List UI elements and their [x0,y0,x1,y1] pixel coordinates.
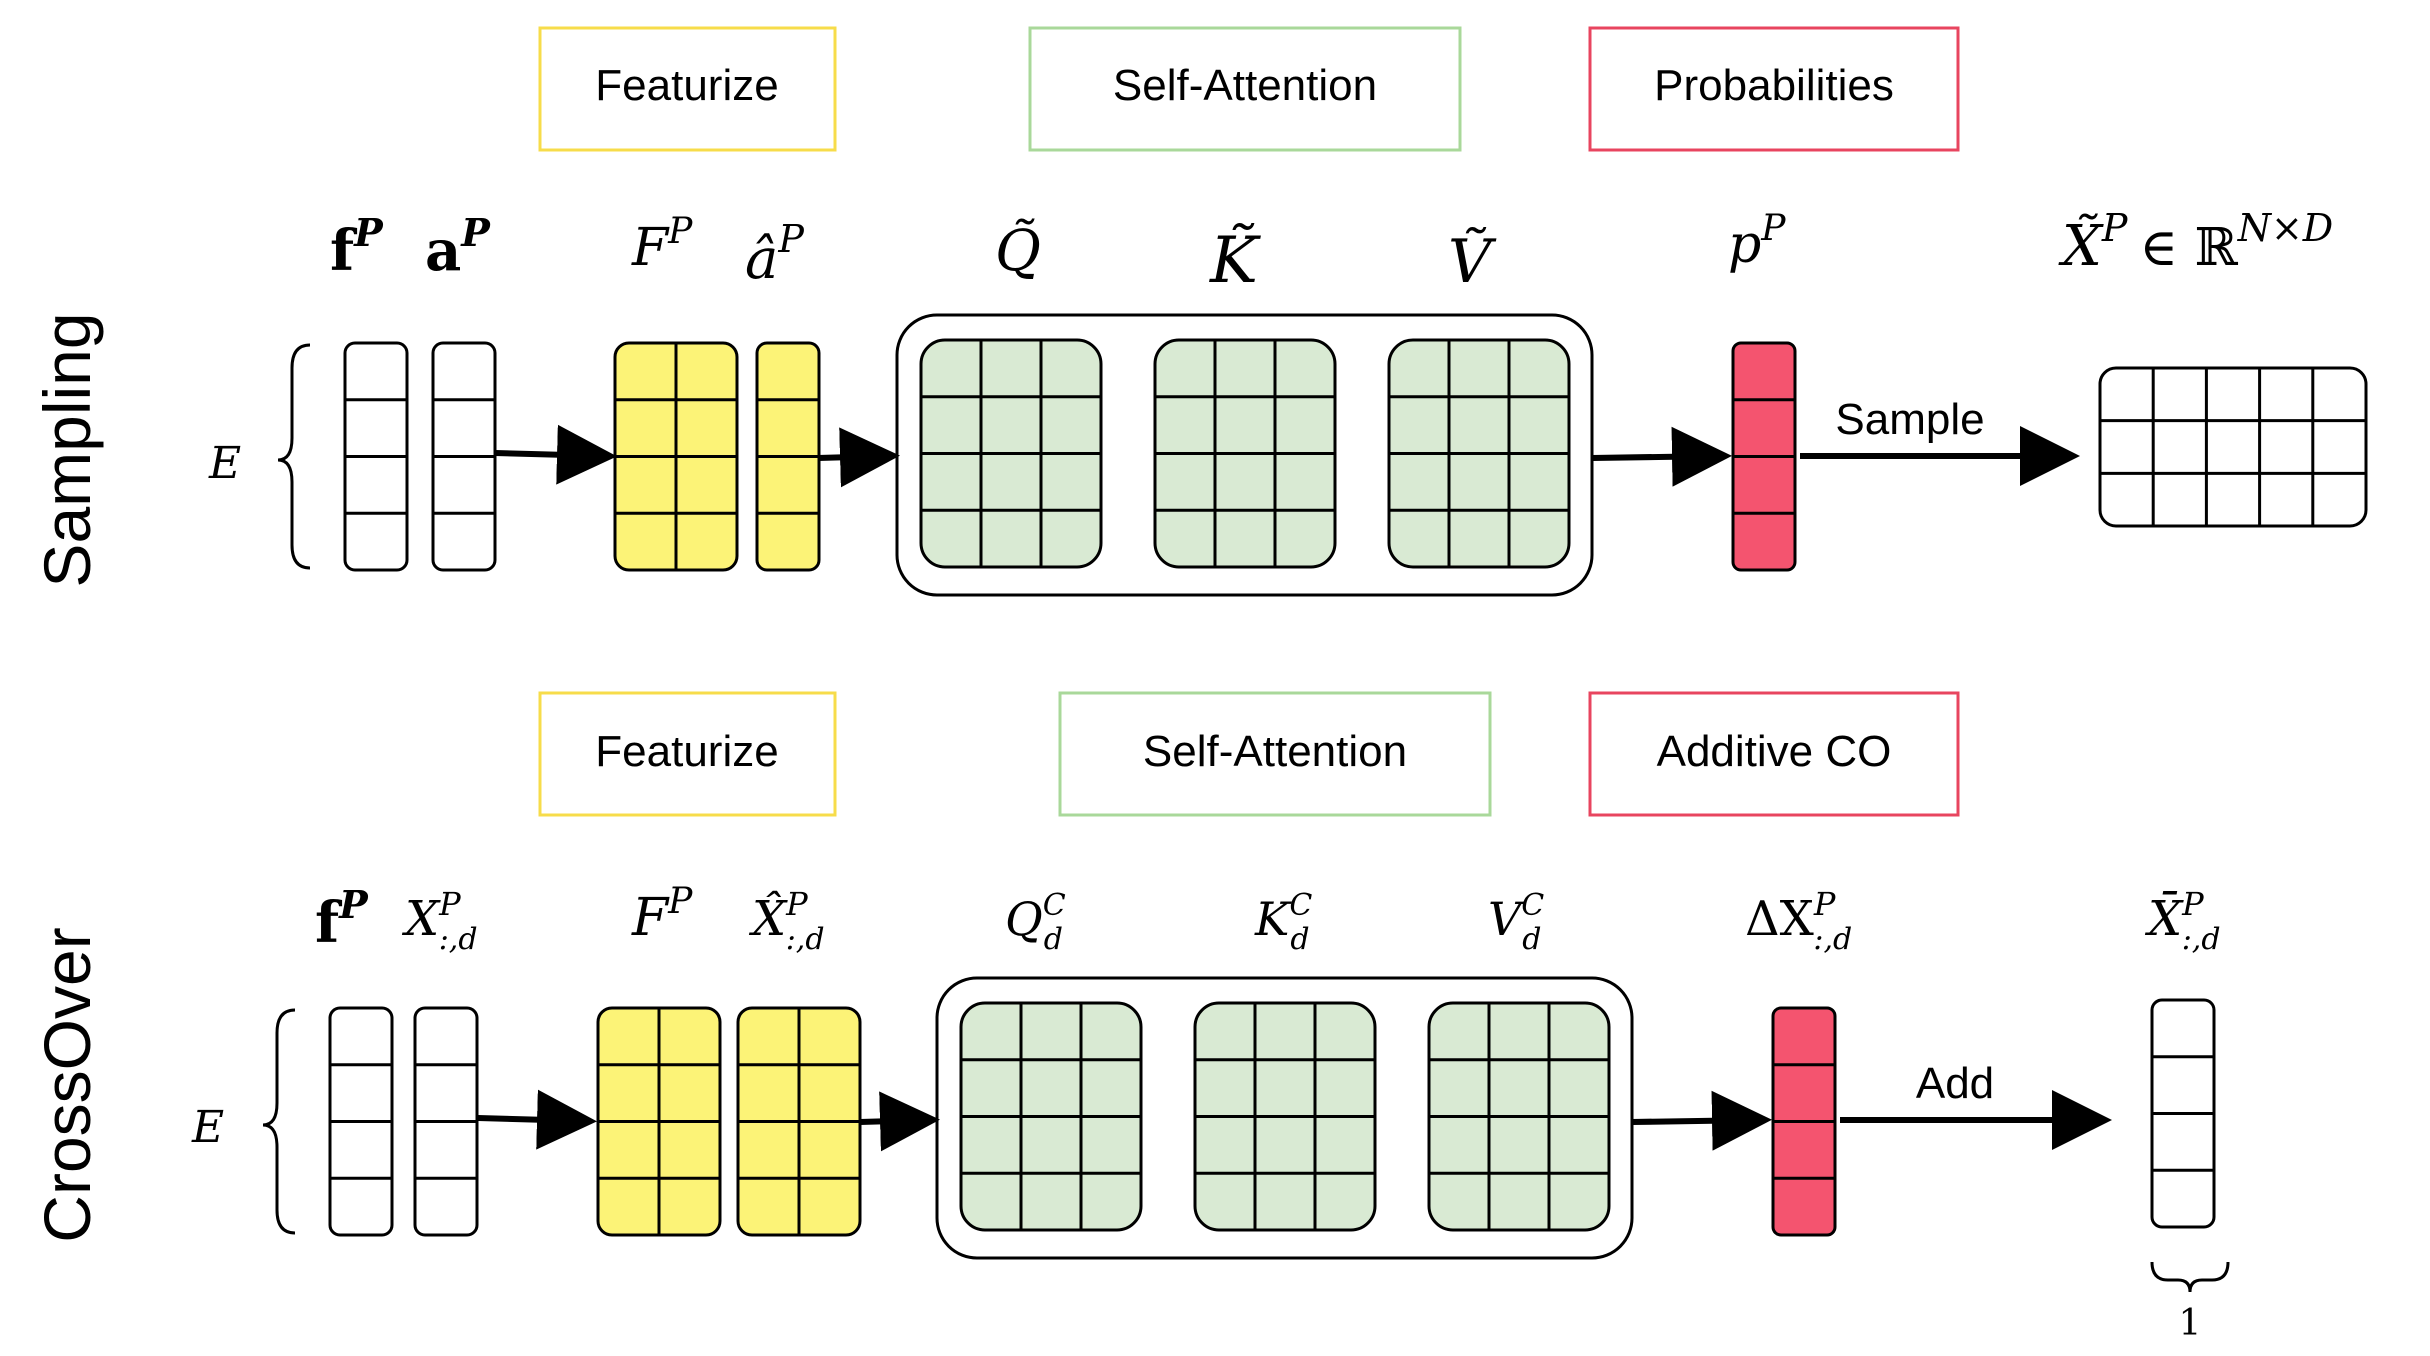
vector-ahat [755,341,821,572]
arrow-attention-to-probabilities [1591,426,1732,487]
symbol-X-bar: X̄P:,d [2144,885,2221,957]
symbol-F: FP [631,211,693,278]
stage-label-probabilities: Probabilities [1654,61,1894,110]
symbol-p: pP [1728,208,1786,275]
symbol-Xhat: X̂P:,d [748,885,825,957]
input-column-a [431,341,497,572]
symbol-a: aP [425,210,491,284]
stage-box-additive-co [1588,691,1960,817]
vector-delta-X [1771,1006,1837,1237]
crossover-row: CrossOver Featurize Self-Attention Addit… [30,691,2230,1344]
brace-label-E-2: E [191,1102,224,1153]
stage-label-additive-co: Additive CO [1657,727,1892,776]
matrix-F [613,341,739,572]
sampling-row: Sampling Featurize Self-Attention Probab… [30,26,2368,597]
brace-label-E: E [208,438,241,489]
bottom-brace [2150,1261,2230,1293]
symbol-f-2: fP [315,882,369,956]
row-label-sampling: Sampling [30,312,104,587]
stage-label-self-attention-2: Self-Attention [1143,727,1407,776]
symbol-Q: Q̃ [995,218,1041,284]
symbol-X-col: XP:,d [401,885,478,957]
input-column-f-2 [328,1006,394,1237]
output-matrix [2098,366,2368,528]
symbol-X-tilde: X̃P∈ ℝN×D [2058,206,2333,279]
stage-label-featurize-2: Featurize [595,727,778,776]
matrix-F-2 [596,1006,722,1237]
brace-2 [262,1008,296,1235]
row-label-crossover: CrossOver [30,927,104,1242]
stage-label-self-attention: Self-Attention [1113,61,1377,110]
symbol-ahat: âP [745,217,805,292]
edge-label-sample: Sample [1835,395,1984,444]
matrix-V-2 [1427,1001,1611,1232]
arrow-input-to-featurize-2 [477,1089,597,1150]
input-column-f [343,341,409,572]
matrix-Q-2 [959,1001,1143,1232]
brace [277,343,311,570]
matrix-K-2 [1193,1001,1377,1232]
stage-box-featurize [538,26,837,152]
input-column-X [413,1006,479,1237]
matrix-Xhat [736,1006,862,1237]
stage-label-featurize: Featurize [595,61,778,110]
matrix-Q [919,338,1103,569]
output-vector [2150,998,2216,1229]
symbol-K: K̃ [1209,223,1261,298]
stage-box-self-attention [1028,26,1462,152]
arrow-featurize-to-attention-2 [859,1091,940,1152]
bottom-label-1: 1 [2179,1303,2202,1344]
matrix-V [1387,338,1571,569]
stage-box-featurize-2 [538,691,837,817]
symbol-delta-X: ΔXP:,d [1745,885,1852,957]
matrix-K [1153,338,1337,569]
arrow-featurize-to-attention [817,427,900,488]
stage-box-self-attention-2 [1058,691,1492,817]
symbol-f: fP [330,210,384,284]
arrow-input-to-featurize [494,424,617,485]
symbol-F-2: FP [631,881,693,948]
arrow-attention-to-additive [1631,1090,1772,1151]
block-outline [2098,366,2368,528]
edge-label-add: Add [1916,1059,1994,1108]
symbol-V: Ṽ [1448,226,1497,297]
vector-p [1731,341,1797,572]
stage-box-probabilities [1588,26,1960,152]
